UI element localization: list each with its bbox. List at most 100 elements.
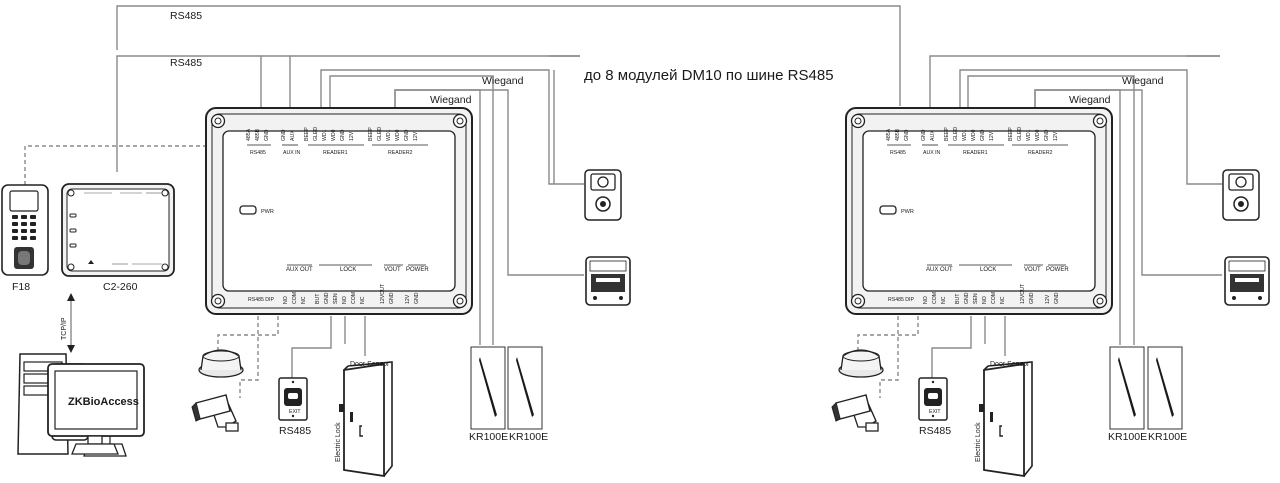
terminal-bottom-label: NC — [360, 296, 366, 304]
terminal-bottom-label: COM — [991, 292, 997, 304]
exit-button-label-left: RS485 — [279, 425, 311, 437]
camera-reader-left — [584, 169, 622, 221]
card-reader-right-2 — [1147, 346, 1183, 430]
terminal-bottom-label: GND — [1054, 292, 1060, 304]
wiegand-label-right-2: Wiegand — [1069, 94, 1111, 106]
lock-group-label: LOCK — [980, 267, 996, 273]
zkbioaccess-label: ZKBioAccess — [68, 396, 139, 408]
terminal-bottom-label: BUT — [315, 293, 321, 304]
terminal-bottom-label: SEN — [973, 293, 979, 304]
terminal-top-label: WD1 — [1026, 129, 1032, 141]
terminal-top-label: AUX — [290, 130, 296, 141]
monitor — [47, 363, 145, 455]
terminal-top-label: WD1 — [962, 129, 968, 141]
tcp-ip-label: TCP/IP — [61, 317, 68, 340]
kr100e-label-left-2: KR100E — [509, 431, 548, 443]
terminal-top-label: GND — [264, 129, 270, 141]
c2-260-controller — [61, 183, 175, 277]
terminal-top-label: WD0 — [331, 129, 337, 141]
electric-lock-label-left: Electric Lock — [335, 422, 342, 462]
camera-reader-right — [1222, 169, 1260, 221]
terminal-top-label: GLED — [953, 127, 959, 141]
rs485-dip-label: RS485 DIP — [888, 297, 914, 303]
terminal-top-label: WD0 — [971, 129, 977, 141]
headline-text: до 8 модулей DM10 по шине RS485 — [584, 67, 834, 84]
cctv-camera-left — [191, 394, 239, 432]
terminal-bottom-label: NO — [342, 296, 348, 304]
terminal-top-label: 12V — [413, 131, 419, 141]
card-reader-right-1 — [1109, 346, 1145, 430]
terminal-bottom-label: SEN — [333, 293, 339, 304]
pwr-label: PWR — [261, 209, 274, 215]
terminal-bottom-label: GND — [964, 292, 970, 304]
rs485-bus-label-second: RS485 — [170, 57, 202, 69]
rs485-group-label: RS485 — [250, 150, 266, 156]
terminal-top-label: 485A — [886, 128, 892, 141]
exit-button-label-right: RS485 — [919, 425, 951, 437]
wiegand-label-left-1: Wiegand — [482, 75, 524, 87]
terminal-top-label: GND — [404, 129, 410, 141]
terminal-bottom-label: NC — [301, 296, 307, 304]
terminal-bottom-label: GND — [324, 292, 330, 304]
emergency-release-left — [585, 256, 631, 306]
lock-group-label: LOCK — [340, 267, 356, 273]
terminal-top-label: 485A — [246, 128, 252, 141]
exit-text-left: EXIT — [289, 409, 301, 415]
c2-260-label: C2-260 — [103, 281, 138, 293]
door-right — [978, 361, 1033, 477]
power-group-label: POWER — [406, 267, 429, 273]
wiegand-label-right-1: Wiegand — [1122, 75, 1164, 87]
kr100e-label-left-1: KR100E — [469, 431, 508, 443]
rs485-bus-label-top: RS485 — [170, 10, 202, 22]
wiegand-label-left-2: Wiegand — [430, 94, 472, 106]
terminal-bottom-label: COM — [932, 292, 938, 304]
terminal-top-label: 12V — [1053, 131, 1059, 141]
emergency-release-right — [1224, 256, 1270, 306]
terminal-bottom-label: NO — [982, 296, 988, 304]
aux-in-group-label: AUX IN — [283, 150, 301, 156]
terminal-bottom-label: GND — [389, 292, 395, 304]
terminal-bottom-label: 12VOUT — [1020, 283, 1026, 304]
terminal-bottom-label: COM — [351, 292, 357, 304]
reader2-group-label: READER2 — [1028, 150, 1053, 156]
terminal-top-label: BEEP — [368, 127, 374, 141]
siren-right — [838, 349, 884, 378]
terminal-top-label: BEEP — [304, 127, 310, 141]
card-reader-left-1 — [470, 346, 506, 430]
reader1-group-label: READER1 — [323, 150, 348, 156]
terminal-bottom-label: COM — [292, 292, 298, 304]
terminal-bottom-label: 12V — [405, 294, 411, 304]
terminal-top-label: BEEP — [944, 127, 950, 141]
terminal-top-label: AUX — [930, 130, 936, 141]
f18-reader — [1, 184, 49, 276]
terminal-bottom-label: 12V — [1045, 294, 1051, 304]
card-reader-left-2 — [507, 346, 543, 430]
terminal-top-label: GND — [904, 129, 910, 141]
terminal-bottom-label: BUT — [955, 293, 961, 304]
terminal-top-label: 12V — [349, 131, 355, 141]
terminal-top-label: GND — [921, 129, 927, 141]
exit-text-right: EXIT — [929, 409, 941, 415]
kr100e-label-right-1: KR100E — [1108, 431, 1147, 443]
wiring — [24, 5, 1222, 398]
rs485-group-label: RS485 — [890, 150, 906, 156]
terminal-top-label: 485B — [255, 128, 261, 141]
door-left — [338, 361, 393, 477]
terminal-top-label: GLED — [313, 127, 319, 141]
reader1-group-label: READER1 — [963, 150, 988, 156]
terminal-top-label: GND — [340, 129, 346, 141]
terminal-bottom-label: GND — [414, 292, 420, 304]
pwr-label: PWR — [901, 209, 914, 215]
terminal-top-label: BEEP — [1008, 127, 1014, 141]
electric-lock-label-right: Electric Lock — [975, 422, 982, 462]
terminal-top-label: 12V — [989, 131, 995, 141]
door-sensor-label-left: Door Sensor — [350, 361, 390, 368]
vout-group-label: VOUT — [384, 267, 401, 273]
terminal-top-label: 485B — [895, 128, 901, 141]
terminal-bottom-label: GND — [1029, 292, 1035, 304]
terminal-top-label: WD1 — [386, 129, 392, 141]
vout-group-label: VOUT — [1024, 267, 1041, 273]
terminal-top-label: WD1 — [322, 129, 328, 141]
